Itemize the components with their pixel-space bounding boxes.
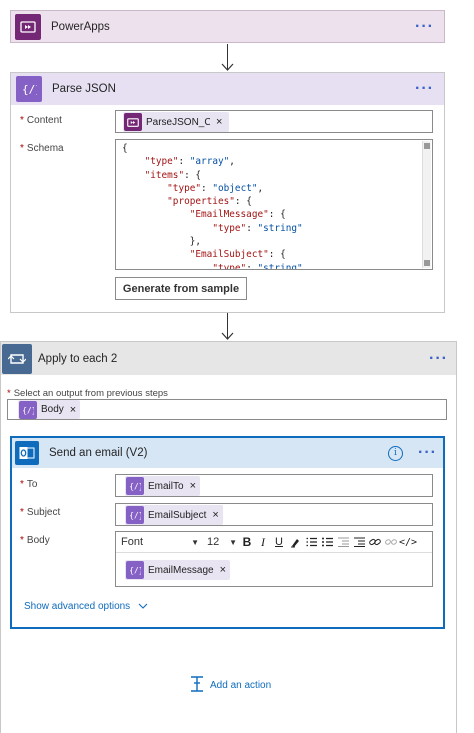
- show-advanced-options-link[interactable]: Show advanced options: [24, 601, 148, 612]
- schema-line: {: [122, 143, 128, 154]
- parse-json-icon: {/}: [16, 76, 42, 102]
- schema-line: "EmailMessage": {: [189, 209, 286, 221]
- add-action-icon: [190, 676, 204, 695]
- schema-line: "type": "string": [212, 222, 303, 234]
- powerapps-card[interactable]: PowerApps ···: [10, 10, 445, 43]
- parse-json-token-icon: {/}: [126, 561, 144, 579]
- body-toolbar: Font ▼ 12 ▼ B I U </>: [116, 532, 432, 553]
- parse-json-token-icon: {/}: [19, 400, 37, 419]
- loop-icon: [2, 343, 32, 374]
- content-token-remove-icon[interactable]: ×: [216, 116, 223, 128]
- body-token-remove-icon[interactable]: ×: [69, 403, 77, 416]
- send-email-title: Send an email (V2): [49, 447, 148, 459]
- add-action-label: Add an action: [210, 680, 272, 691]
- underline-icon[interactable]: U: [275, 536, 283, 548]
- email-subject-token-label: EmailSubject: [148, 509, 207, 521]
- parse-json-title: Parse JSON: [52, 83, 116, 95]
- select-output-input[interactable]: {/} Body ×: [7, 399, 447, 420]
- parse-json-more-icon[interactable]: ···: [415, 80, 434, 97]
- svg-text:{/}: {/}: [129, 566, 141, 575]
- email-message-token-remove-icon[interactable]: ×: [219, 564, 227, 576]
- email-to-token-remove-icon[interactable]: ×: [189, 480, 197, 492]
- body-editor[interactable]: Font ▼ 12 ▼ B I U </> {/} EmailMessage ×: [115, 531, 433, 587]
- body-token[interactable]: {/} Body ×: [18, 400, 81, 419]
- subject-label: *Subject: [20, 507, 61, 518]
- highlight-icon[interactable]: [287, 533, 303, 551]
- body-label: *Body: [20, 535, 50, 546]
- chevron-down-icon: [138, 601, 148, 612]
- svg-text:{/}: {/}: [22, 405, 34, 414]
- email-subject-token-remove-icon[interactable]: ×: [212, 509, 219, 521]
- schema-code[interactable]: { "type": "array", "items": { "type": "o…: [122, 142, 303, 270]
- generate-from-sample-button[interactable]: Generate from sample: [115, 277, 247, 300]
- email-message-token-label: EmailMessage: [148, 564, 214, 576]
- email-to-token[interactable]: {/} EmailTo ×: [125, 476, 201, 496]
- add-action-button[interactable]: Add an action: [190, 676, 271, 695]
- chevron-down-icon: ▼: [191, 537, 199, 547]
- schema-line: "EmailSubject": {: [189, 249, 286, 261]
- svg-text:{/}: {/}: [129, 482, 141, 491]
- increase-indent-icon[interactable]: [351, 533, 367, 551]
- connector-arrow: [227, 313, 228, 339]
- content-input[interactable]: ParseJSON_Co... ×: [115, 110, 433, 133]
- email-to-token-label: EmailTo: [148, 480, 184, 492]
- chevron-down-icon: ▼: [229, 537, 237, 547]
- font-size-select[interactable]: 12 ▼: [207, 536, 237, 548]
- email-message-token[interactable]: {/} EmailMessage ×: [125, 560, 231, 580]
- bullet-list-icon[interactable]: [319, 533, 335, 551]
- code-view-icon[interactable]: </>: [398, 536, 418, 548]
- schema-line: "type": "array",: [144, 156, 235, 168]
- arrow-head-icon: [221, 332, 234, 340]
- to-input[interactable]: {/} EmailTo ×: [115, 474, 433, 497]
- email-subject-token[interactable]: {/} EmailSubject ×: [125, 505, 223, 525]
- content-token[interactable]: ParseJSON_Co... ×: [123, 112, 229, 132]
- decrease-indent-icon[interactable]: [335, 533, 351, 551]
- show-advanced-options-label: Show advanced options: [24, 601, 131, 612]
- powerapps-icon: [15, 13, 41, 40]
- powerapps-title: PowerApps: [51, 20, 110, 33]
- unlink-icon[interactable]: [383, 533, 399, 551]
- schema-editor[interactable]: { "type": "array", "items": { "type": "o…: [115, 139, 433, 270]
- subject-input[interactable]: {/} EmailSubject ×: [115, 503, 433, 526]
- font-select-value: Font: [121, 536, 144, 548]
- italic-icon[interactable]: I: [261, 534, 265, 549]
- schema-line: },: [189, 236, 202, 248]
- info-icon[interactable]: i: [388, 445, 403, 461]
- select-output-label: *Select an output from previous steps: [7, 388, 168, 399]
- send-email-more-icon[interactable]: ···: [418, 444, 437, 461]
- apply-to-each-title: Apply to each 2: [38, 352, 118, 365]
- schema-line: "type": "string": [212, 262, 303, 270]
- to-label: *To: [20, 479, 38, 490]
- font-size-value: 12: [207, 536, 220, 548]
- numbered-list-icon[interactable]: [303, 533, 319, 551]
- outlook-icon: [15, 441, 39, 465]
- schema-line: "properties": {: [167, 196, 252, 208]
- body-token-label: Body: [41, 404, 64, 415]
- schema-line: "type": "object",: [167, 182, 264, 194]
- apply-to-each-more-icon[interactable]: ···: [429, 349, 448, 367]
- powerapps-token-icon: [124, 113, 142, 131]
- svg-text:{/}: {/}: [22, 83, 37, 96]
- schema-scrollbar[interactable]: [422, 141, 431, 268]
- content-label: *Content: [20, 115, 62, 126]
- font-select[interactable]: Font ▼: [121, 536, 199, 548]
- connector-arrow: [227, 44, 228, 70]
- link-icon[interactable]: [367, 533, 383, 551]
- parse-json-token-icon: {/}: [126, 477, 144, 495]
- schema-label: *Schema: [20, 143, 64, 154]
- schema-line: "items": {: [144, 169, 202, 181]
- arrow-head-icon: [221, 63, 234, 71]
- content-token-label: ParseJSON_Co...: [146, 116, 210, 128]
- parse-json-token-icon: {/}: [126, 506, 144, 524]
- powerapps-more-icon[interactable]: ···: [415, 17, 434, 35]
- svg-text:{/}: {/}: [129, 511, 141, 520]
- bold-icon[interactable]: B: [242, 535, 252, 549]
